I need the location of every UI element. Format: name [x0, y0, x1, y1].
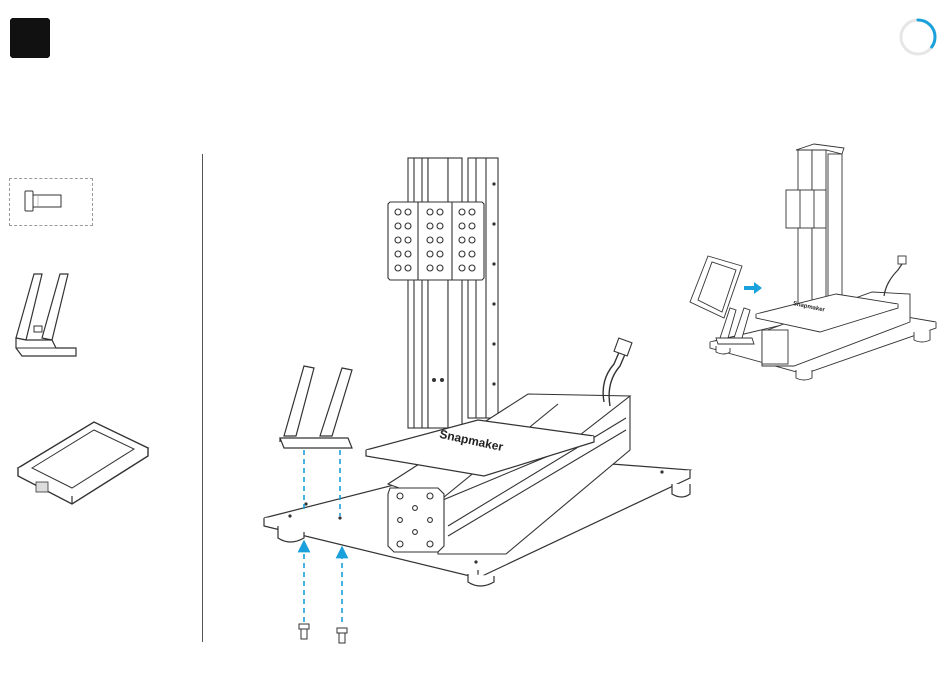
parts-divider [202, 154, 203, 642]
progress-ring-icon [897, 16, 939, 58]
parts-item-screen-bracket [12, 268, 84, 372]
parts-item-touchscreen [14, 416, 150, 508]
finished-preview-illustration: Snapmaker [686, 142, 942, 386]
assembly-illustration: Snapmaker [258, 154, 698, 649]
step-badge-icon [8, 16, 52, 60]
carriage-plate [388, 202, 484, 280]
touchscreen-icon [14, 416, 150, 508]
screw-icon [299, 624, 347, 643]
arrow-right-icon [744, 282, 762, 294]
parts-item-screw [9, 178, 93, 226]
bracket-icon [12, 268, 84, 372]
screw-icon [10, 179, 92, 225]
mounted-screen-bracket [280, 366, 352, 448]
vertical-linear-module [408, 158, 498, 428]
